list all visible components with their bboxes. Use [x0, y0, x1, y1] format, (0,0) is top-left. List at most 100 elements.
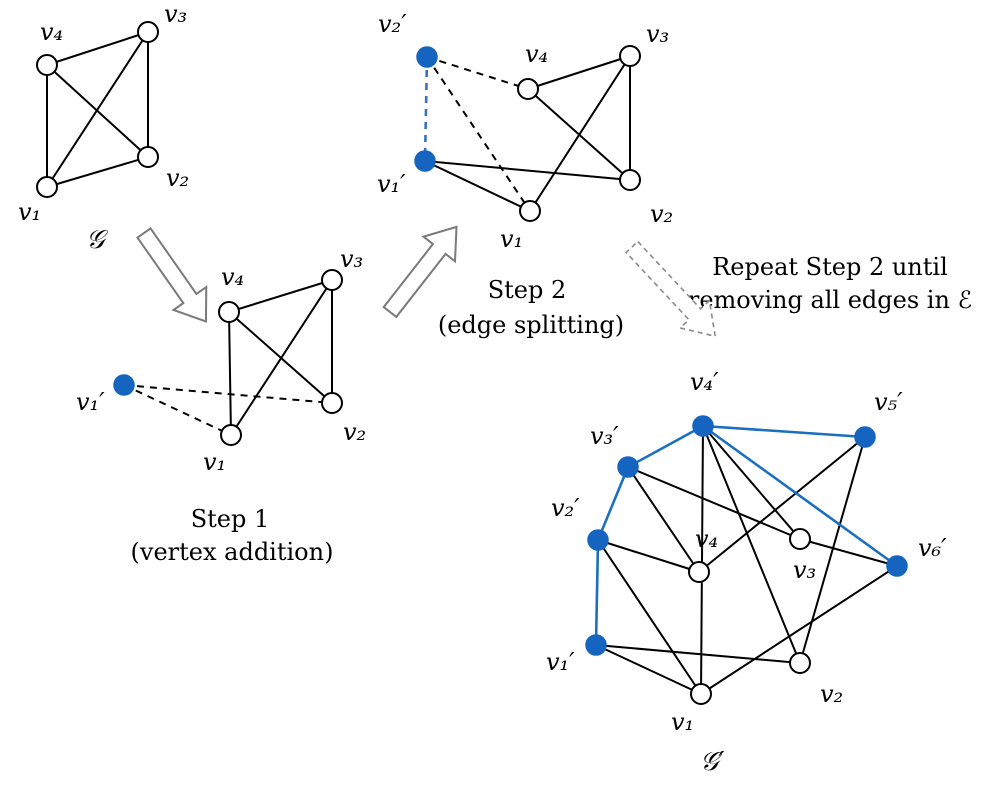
vertex-v1p	[113, 374, 135, 396]
vertex-v2	[789, 652, 811, 674]
label-v1: v₁	[18, 198, 41, 226]
caption-step1-sub: (vertex addition)	[131, 538, 334, 566]
vertex-v1	[519, 200, 541, 222]
edge-v1p-v2-dashed	[123, 384, 333, 404]
vertex-v4	[218, 301, 240, 323]
graph-label-g: 𝒢	[86, 225, 109, 255]
vertex-v5p	[854, 426, 876, 448]
label-v6p: v₆′	[918, 534, 947, 562]
vertex-v3	[137, 21, 159, 43]
label-v3: v₃	[340, 245, 363, 273]
label-v2: v₂	[820, 680, 843, 708]
edge-v5p-v4	[698, 436, 866, 573]
caption-repeat-line2: removing all edges in ℰ	[688, 286, 972, 314]
vertex-v3p	[617, 456, 639, 478]
graph-g-final: v₄′ v₅′ v₃′ v₂′ v₁′ v₆′ v₄ v₃ v₂ v₁ 𝒢′	[546, 368, 947, 777]
edge-v3-v1	[529, 55, 631, 212]
vertex-v2	[619, 169, 641, 191]
arrow-shape	[136, 227, 208, 323]
graph-g-original: v₄ v₃ v₂ v₁ 𝒢	[18, 0, 189, 255]
label-v4: v₄	[221, 263, 244, 291]
vertex-v1	[36, 176, 58, 198]
graph-label-g-prime: 𝒢′	[700, 747, 725, 777]
edge-v3p-v4	[627, 466, 700, 573]
arrow-to-step2	[382, 225, 458, 319]
arrow-shape	[382, 225, 458, 319]
edge-v2p-v4-dashed	[426, 56, 529, 90]
label-v5p: v₅′	[874, 388, 903, 416]
label-v2: v₂	[166, 164, 189, 192]
vertex-v2	[321, 392, 343, 414]
label-v3: v₃	[793, 556, 816, 584]
label-v4: v₄	[695, 525, 718, 553]
vertex-v1	[220, 424, 242, 446]
edge-v4p-v5p	[702, 424, 866, 439]
label-v2p: v₂′	[378, 10, 407, 38]
edge-v1p-v2	[424, 160, 631, 181]
edge-v2p-v1	[597, 539, 702, 695]
caption-repeat-line1: Repeat Step 2 until	[712, 253, 948, 281]
edge-v1p-v2	[595, 644, 801, 664]
label-v1: v₁	[671, 708, 694, 736]
edge-v5p-v2	[799, 436, 866, 664]
arrow-shape	[625, 240, 717, 338]
vertex-v2p	[416, 46, 438, 68]
vertex-v3	[619, 45, 641, 67]
vertex-v1	[690, 683, 712, 705]
label-v3: v₃	[646, 20, 669, 48]
label-v1p: v₁′	[377, 170, 406, 198]
edge-v6p-v1	[700, 565, 898, 695]
edge-v4p-v3	[702, 425, 801, 540]
vertex-v2	[137, 146, 159, 168]
edge-v2p-v3p	[596, 466, 630, 541]
label-v3p: v₃′	[590, 422, 619, 450]
label-v3: v₃	[164, 0, 187, 28]
edge-v6p-v3	[799, 538, 898, 567]
label-v4: v₄	[525, 40, 548, 68]
edge-v4-v3	[228, 279, 333, 313]
edge-v4-v1	[228, 311, 232, 436]
label-v2p: v₂′	[551, 494, 580, 522]
edge-v3-v1	[230, 279, 333, 436]
edge-v1p-v1-dashed	[123, 384, 232, 436]
edge-v4-v3	[527, 55, 631, 90]
caption-step2-title: Step 2	[488, 276, 567, 304]
edge-v2p-v1-dashed	[426, 56, 531, 212]
vertex-v4	[688, 561, 710, 583]
vertex-v2p	[587, 529, 609, 551]
edge-v3p-v3	[627, 466, 801, 540]
arrow-to-final	[625, 240, 717, 338]
label-v4: v₄	[40, 18, 63, 46]
vertex-v1p	[414, 150, 436, 172]
graph-step1: v₄ v₃ v₂ v₁ v₁′	[76, 245, 366, 476]
label-v1p: v₁′	[546, 648, 575, 676]
label-v1: v₁	[203, 448, 226, 476]
edge-v4p-v1	[700, 425, 704, 695]
arrow-to-step1	[136, 227, 208, 323]
label-v1: v₁	[500, 225, 523, 253]
label-v1p: v₁′	[76, 388, 105, 416]
edge-v4-v3	[46, 31, 149, 66]
vertex-v6p	[886, 555, 908, 577]
edge-v2p-v4	[597, 539, 700, 573]
edge-v1p-v2p	[594, 539, 600, 646]
label-v2: v₂	[650, 200, 673, 228]
caption-step2-sub: (edge splitting)	[438, 311, 624, 339]
edge-v3-v1	[46, 31, 149, 188]
label-v2: v₂	[343, 418, 366, 446]
label-v4p: v₄′	[690, 368, 719, 396]
edge-v4p-v2	[702, 425, 801, 664]
edge-v3p-v4p	[627, 424, 704, 469]
edge-v1-v2	[46, 156, 149, 188]
caption-step1-title: Step 1	[191, 505, 270, 533]
vertex-v4	[36, 54, 58, 76]
graph-step2: v₄ v₃ v₂ v₁ v₂′ v₁′	[377, 10, 673, 253]
vertex-v3	[789, 528, 811, 550]
vertex-v1p	[585, 634, 607, 656]
vertex-v3	[321, 269, 343, 291]
vertex-v4	[517, 78, 539, 100]
edge-v1p-v1	[424, 160, 531, 212]
edge-v1p-v1	[595, 644, 702, 695]
vertex-v4p	[692, 415, 714, 437]
